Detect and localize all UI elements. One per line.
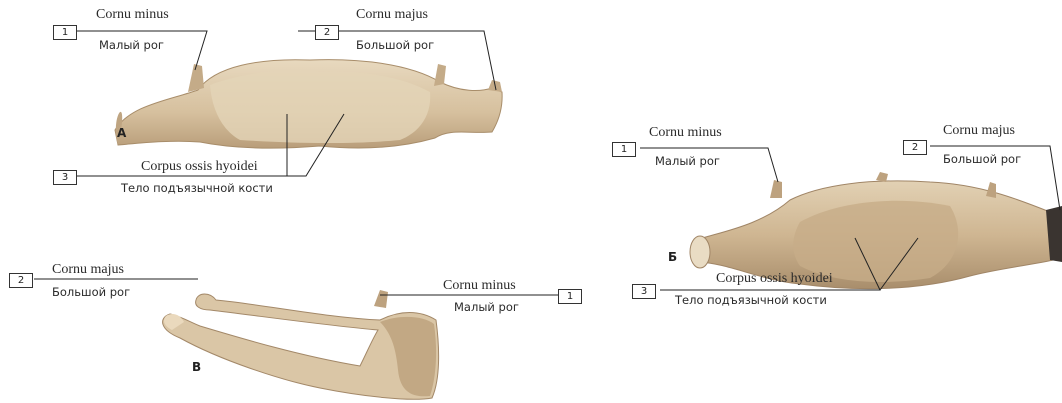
label-a-cornu-majus-russian: Большой рог xyxy=(356,38,434,52)
number-box-b-1: 1 xyxy=(612,142,636,157)
bone-view-a xyxy=(115,60,502,148)
label-a-cornu-majus-latin: Cornu majus xyxy=(356,7,428,23)
view-letter-b: Б xyxy=(668,250,677,264)
label-b-cornu-minus-russian: Малый рог xyxy=(655,154,720,168)
view-letter-a: А xyxy=(117,126,126,140)
label-b-cornu-majus-russian: Большой рог xyxy=(943,152,1021,166)
label-v-cornu-minus-russian: Малый рог xyxy=(454,300,519,314)
number-box-b-2: 2 xyxy=(903,140,927,155)
label-v-cornu-majus-latin: Cornu majus xyxy=(52,262,124,278)
bone-view-v xyxy=(163,290,439,399)
number-box-a-1: 1 xyxy=(53,25,77,40)
label-v-cornu-majus-russian: Большой рог xyxy=(52,285,130,299)
number-box-a-2: 2 xyxy=(315,25,339,40)
label-b-corpus-russian: Тело подъязычной кости xyxy=(675,293,827,307)
number-box-v-1: 1 xyxy=(558,289,582,304)
label-b-cornu-majus-latin: Cornu majus xyxy=(943,123,1015,139)
view-letter-v: В xyxy=(192,360,201,374)
number-box-v-2: 2 xyxy=(9,273,33,288)
label-b-cornu-minus-latin: Cornu minus xyxy=(649,125,722,141)
number-box-b-3: 3 xyxy=(632,284,656,299)
label-a-cornu-minus-latin: Cornu minus xyxy=(96,7,169,23)
label-b-corpus-latin: Corpus ossis hyoidei xyxy=(716,271,833,287)
label-a-corpus-latin: Corpus ossis hyoidei xyxy=(141,159,258,175)
label-a-corpus-russian: Тело подъязычной кости xyxy=(121,181,273,195)
label-a-cornu-minus-russian: Малый рог xyxy=(99,38,164,52)
number-box-a-3: 3 xyxy=(53,170,77,185)
label-v-cornu-minus-latin: Cornu minus xyxy=(443,278,516,294)
